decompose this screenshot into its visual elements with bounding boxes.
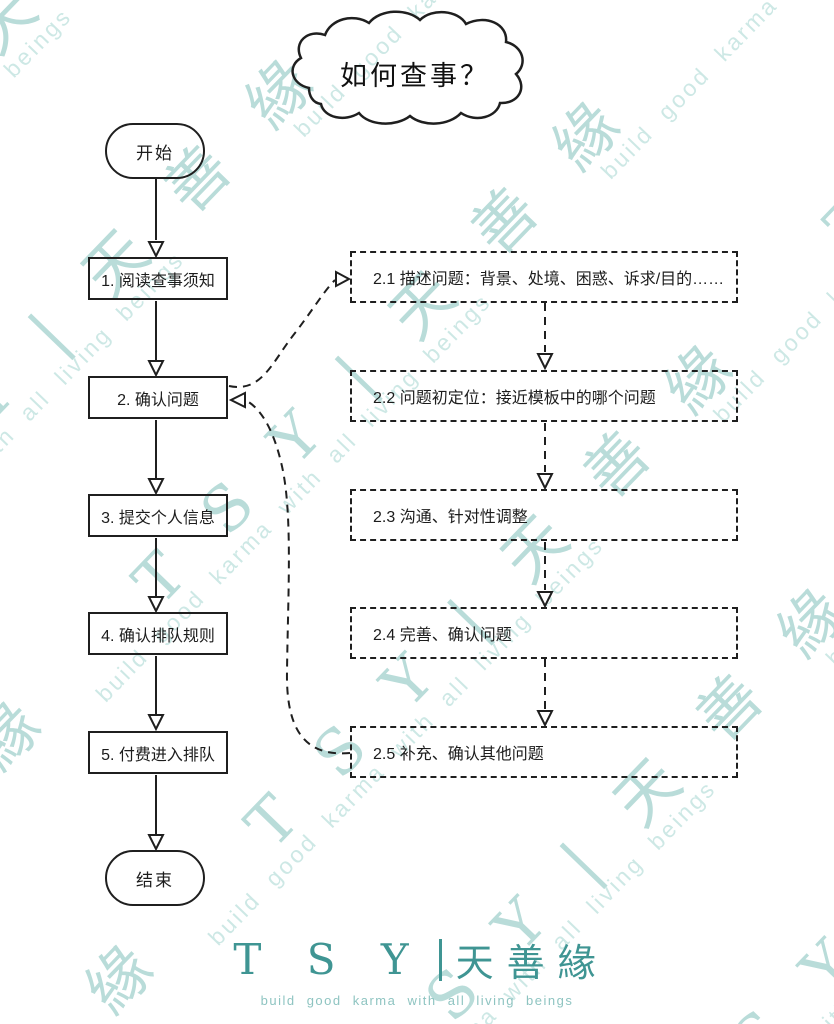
flow-step-2: 2. 确认问题 bbox=[88, 376, 228, 419]
flow-step-5: 5. 付费进入排队 bbox=[88, 731, 228, 774]
flow-step-4: 4. 确认排队规则 bbox=[88, 612, 228, 655]
substep-2-2: 2.2 问题初定位：接近模板中的哪个问题 bbox=[350, 370, 738, 422]
arrowheads bbox=[147, 241, 554, 852]
flow-step-3: 3. 提交个人信息 bbox=[88, 494, 228, 537]
substep-2-5: 2.5 补充、确认其他问题 bbox=[350, 726, 738, 778]
flow-step-1: 1. 阅读查事须知 bbox=[88, 257, 228, 300]
flow-end-node: 结束 bbox=[105, 850, 205, 906]
substep-2-1: 2.1 描述问题：背景、处境、困惑、诉求/目的…… bbox=[350, 251, 738, 303]
brand-tagline: build good karma with all living beings bbox=[260, 993, 574, 1008]
brand-logo: T S Y 天善緣 build good karma with all livi… bbox=[0, 932, 834, 1008]
flow-start-node: 开始 bbox=[105, 123, 205, 179]
page-title: 如何查事？ bbox=[340, 61, 490, 92]
brand-latin-text: T S Y bbox=[233, 935, 425, 984]
substep-2-4: 2.4 完善、确认问题 bbox=[350, 607, 738, 659]
brand-cjk-text: 天善緣 bbox=[455, 941, 609, 985]
brand-divider bbox=[438, 938, 442, 981]
title-cloud-outline bbox=[291, 10, 524, 125]
substep-2-3: 2.3 沟通、针对性调整 bbox=[350, 489, 738, 541]
